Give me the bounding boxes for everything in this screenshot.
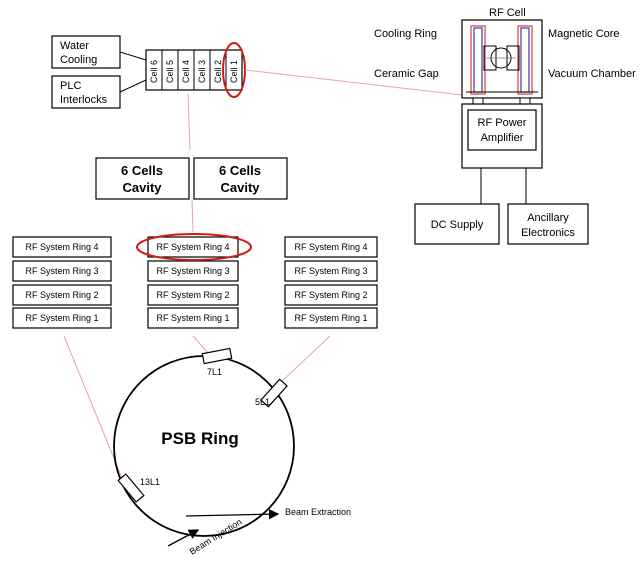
rf-mid-ring-2: RF System Ring 2 bbox=[156, 290, 229, 300]
section-13l1-label: 13L1 bbox=[140, 477, 160, 487]
plc-label-1: PLC bbox=[60, 80, 81, 92]
cooling-ring-label: Cooling Ring bbox=[374, 28, 437, 40]
rf-system-column-middle: RF System Ring 4 RF System Ring 3 RF Sys… bbox=[147, 236, 239, 329]
cavity-box-2: 6 Cells Cavity bbox=[193, 157, 288, 200]
rf-left-ring-3: RF System Ring 3 bbox=[25, 266, 98, 276]
cavity-2-label-2: Cavity bbox=[220, 180, 260, 195]
ancillary-electronics-box: Ancillary Electronics bbox=[507, 203, 589, 245]
amplifier-label-1: RF Power bbox=[478, 117, 527, 129]
plc-label-2: Interlocks bbox=[60, 94, 108, 106]
rf-mid-ring-3: RF System Ring 3 bbox=[156, 266, 229, 276]
rf-mid-ring-1: RF System Ring 1 bbox=[156, 313, 229, 323]
magnetic-core-label: Magnetic Core bbox=[548, 28, 620, 40]
section-7l1-marker bbox=[201, 347, 233, 365]
water-cooling-connector bbox=[119, 51, 147, 61]
plc-interlocks-box: PLC Interlocks bbox=[51, 75, 121, 109]
cavity-to-rf-line bbox=[191, 199, 194, 233]
plc-connector bbox=[119, 79, 147, 93]
rf-cell-cavity-drawing bbox=[466, 25, 538, 95]
section-5l1-marker bbox=[260, 378, 288, 408]
rf-mid-ring-4: RF System Ring 4 bbox=[156, 242, 229, 252]
vacuum-chamber-label: Vacuum Chamber bbox=[548, 68, 636, 80]
rf-left-ring-4: RF System Ring 4 bbox=[25, 242, 98, 252]
cavity-1-label-2: Cavity bbox=[122, 180, 162, 195]
amplifier-label-2: Amplifier bbox=[481, 132, 524, 144]
beam-extraction-label: Beam Extraction bbox=[285, 507, 351, 517]
cavity-2-label-1: 6 Cells bbox=[219, 163, 261, 178]
beam-extraction-arrow bbox=[185, 508, 280, 520]
rf-left-ring-1: RF System Ring 1 bbox=[25, 313, 98, 323]
beam-injection-label: Beam Injection bbox=[188, 517, 244, 557]
rf-cell-title: RF Cell bbox=[489, 7, 526, 19]
cell-stack: Cell 6 Cell 5 Cell 4 Cell 3 Cell 2 Cell … bbox=[145, 49, 243, 91]
cell-1-label: Cell 1 bbox=[229, 60, 239, 83]
section-13l1-marker bbox=[117, 473, 145, 503]
cell-to-rfcell-line bbox=[244, 69, 463, 96]
beam-injection-arrow bbox=[167, 529, 200, 547]
cell-5-label: Cell 5 bbox=[165, 60, 175, 83]
rf-left-ring-2: RF System Ring 2 bbox=[25, 290, 98, 300]
cell-3-label: Cell 3 bbox=[197, 60, 207, 83]
water-cooling-box: Water Cooling bbox=[51, 35, 121, 69]
cavity-1-label-1: 6 Cells bbox=[121, 163, 163, 178]
ancillary-label-1: Ancillary bbox=[527, 212, 569, 224]
section-5l1-label: 5L1 bbox=[255, 397, 270, 407]
ceramic-gap-label: Ceramic Gap bbox=[374, 68, 439, 80]
rf-right-ring-1: RF System Ring 1 bbox=[294, 313, 367, 323]
dc-supply-box: DC Supply bbox=[414, 203, 500, 245]
cavity-box-1: 6 Cells Cavity bbox=[95, 157, 190, 200]
water-cooling-label-2: Cooling bbox=[60, 54, 97, 66]
rf-system-column-right: RF System Ring 4 RF System Ring 3 RF Sys… bbox=[284, 236, 378, 329]
rf-ring-4-highlight bbox=[136, 233, 252, 261]
rf-right-ring-4: RF System Ring 4 bbox=[294, 242, 367, 252]
rf-right-ring-3: RF System Ring 3 bbox=[294, 266, 367, 276]
water-cooling-label-1: Water bbox=[60, 40, 89, 52]
rf-power-amplifier-box: RF Power Amplifier bbox=[461, 103, 543, 169]
dc-supply-label: DC Supply bbox=[431, 219, 484, 231]
cell-4-label: Cell 4 bbox=[181, 60, 191, 83]
psb-ring-title: PSB Ring bbox=[161, 429, 238, 448]
section-7l1-label: 7L1 bbox=[207, 367, 222, 377]
rf-mid-to-7l1-line bbox=[192, 335, 209, 354]
rf-right-ring-2: RF System Ring 2 bbox=[294, 290, 367, 300]
rf-system-column-left: RF System Ring 4 RF System Ring 3 RF Sys… bbox=[12, 236, 112, 329]
ancillary-label-2: Electronics bbox=[521, 227, 575, 239]
rf-right-to-5l1-line bbox=[279, 335, 331, 384]
cell-6-label: Cell 6 bbox=[149, 60, 159, 83]
cell-to-cavity-line bbox=[187, 93, 191, 151]
cell-2-label: Cell 2 bbox=[213, 60, 223, 83]
